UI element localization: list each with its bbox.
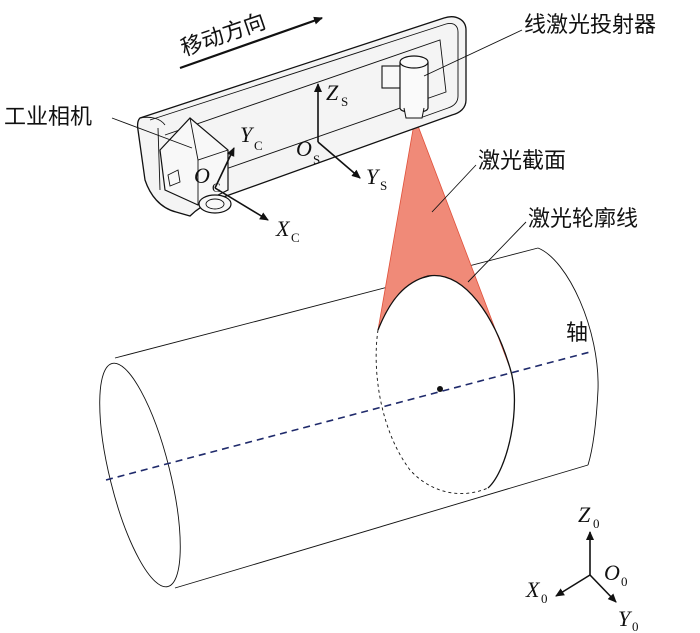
- sensor-z-sub: S: [341, 94, 348, 109]
- move-direction-arrow: [179, 16, 323, 70]
- projector-leader: [423, 29, 523, 77]
- camera-x-axis: [214, 187, 269, 221]
- world-x-sub: 0: [541, 591, 548, 606]
- camera-lens: [198, 194, 232, 214]
- axis-label: 轴: [566, 321, 588, 346]
- contour-center-point: [437, 386, 443, 392]
- world-x-axis: [555, 574, 591, 597]
- shaft-cylinder: [99, 247, 599, 589]
- contour-dashed-arc: [375, 329, 489, 495]
- sensor-origin-sub: S: [313, 152, 320, 167]
- shaft-axis-line: [105, 351, 591, 481]
- camera-origin-label: O: [194, 163, 210, 188]
- sensor-y-axis: [317, 141, 361, 179]
- line-laser-projector-label: 线激光投射器: [524, 13, 656, 38]
- camera-origin-sub: C: [212, 180, 221, 195]
- laser-section-label: 激光截面: [478, 149, 566, 174]
- housing-cavity-rail: [164, 39, 447, 186]
- sensor-origin-label: O: [296, 136, 312, 161]
- world-y-sub: 0: [632, 619, 639, 633]
- projector-top: [399, 55, 429, 69]
- world-z-sub: 0: [593, 516, 600, 531]
- housing-corner: [139, 116, 166, 126]
- world-y-label: Y: [618, 606, 633, 631]
- laser-contour-leader: [467, 221, 527, 283]
- move-direction: 移动方向: [178, 9, 323, 70]
- laser-projector: [381, 55, 429, 119]
- industrial-camera-label: 工业相机: [4, 105, 92, 130]
- world-y-axis: [589, 574, 617, 603]
- contour-solid-arc: [377, 274, 516, 489]
- camera-y-label: Y: [240, 122, 255, 147]
- cylinder-right-end: [537, 247, 599, 466]
- camera-leader: [111, 117, 193, 149]
- world-z-label: Z: [578, 502, 591, 527]
- camera-lens-inner: [205, 198, 225, 210]
- laser-section-leader: [431, 164, 477, 213]
- camera-y-sub: C: [254, 138, 263, 153]
- camera-body: [159, 117, 232, 214]
- camera-x-label: X: [275, 216, 291, 241]
- camera-frame: Y C O C X C: [194, 122, 300, 245]
- world-x-label: X: [525, 577, 541, 602]
- camera-x-sub: C: [291, 230, 300, 245]
- cylinder-bottom-line: [174, 464, 589, 589]
- sensor-z-label: Z: [326, 80, 339, 105]
- cylinder-left-end: [99, 362, 181, 588]
- laser-contour: [375, 274, 516, 495]
- laser-contour-label: 激光轮廓线: [528, 207, 638, 232]
- world-origin-label: O: [604, 560, 620, 585]
- cylinder-top-line: [114, 247, 539, 359]
- camera-port: [167, 169, 181, 187]
- sensor-y-label: Y: [366, 164, 381, 189]
- world-frame: Z 0 O 0 X 0 Y 0: [525, 502, 639, 633]
- sensor-y-sub: S: [380, 178, 387, 193]
- camera-y-axis: [214, 147, 235, 189]
- sensor-frame: Z S O S Y S: [296, 80, 387, 193]
- housing-inner-rim: [149, 23, 459, 121]
- projector-cylinder: [399, 62, 429, 114]
- world-origin-sub: 0: [621, 574, 628, 589]
- projector-nozzle: [403, 107, 425, 119]
- housing-left-edge: [157, 127, 161, 191]
